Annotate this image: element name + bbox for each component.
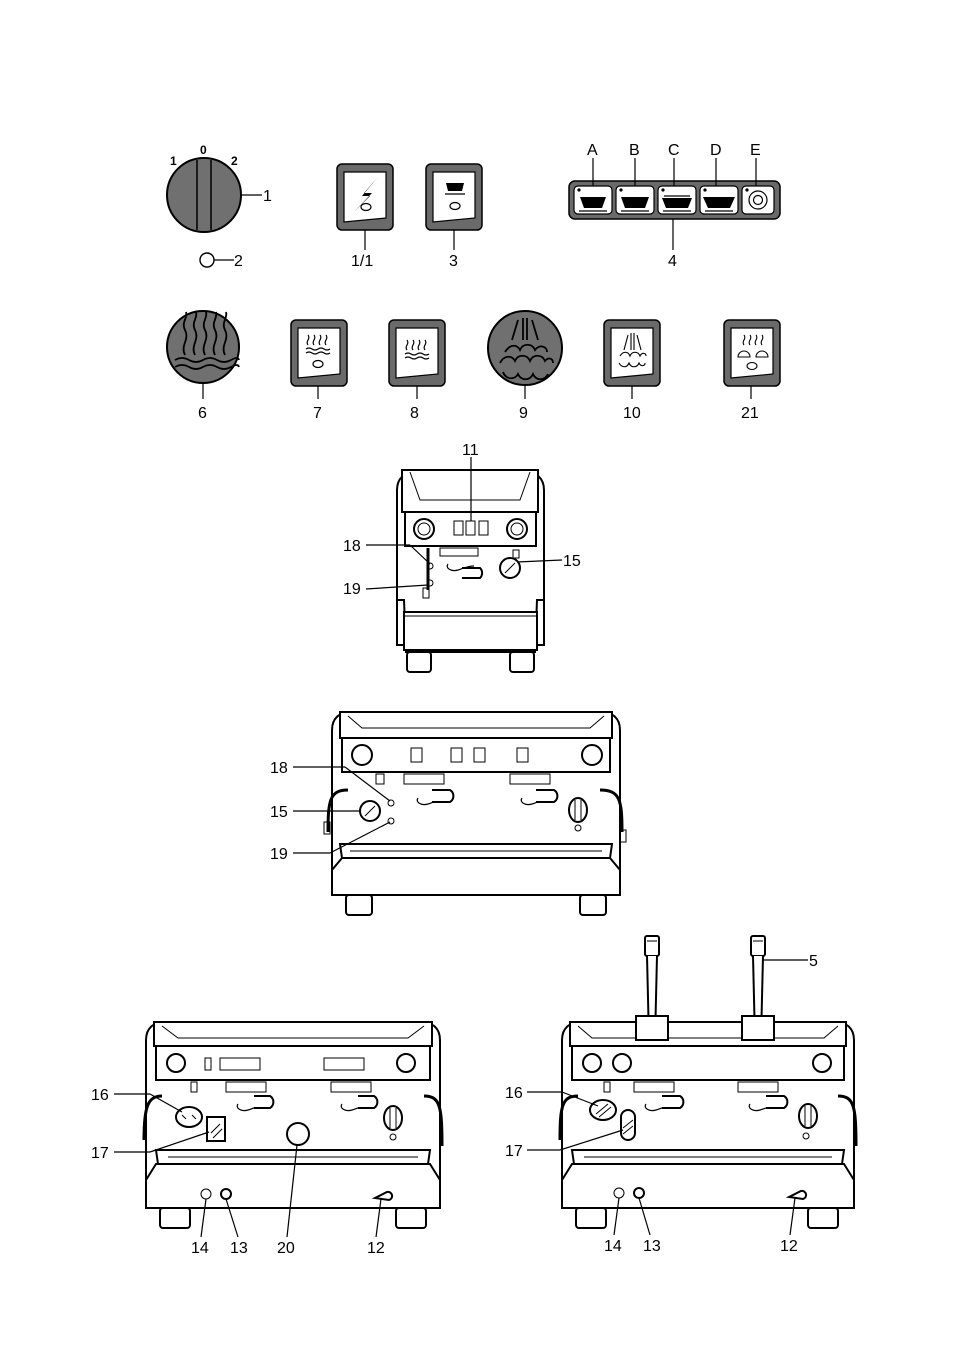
callout-16: 16 (91, 1087, 109, 1104)
callout-13: 13 (230, 1240, 248, 1257)
callout-16b: 16 (505, 1085, 523, 1102)
callout-3: 3 (449, 253, 458, 270)
callout-15b: 15 (270, 804, 288, 821)
key-label-e: E (750, 142, 761, 159)
callout-11: 11 (462, 442, 479, 459)
callout-4: 4 (668, 253, 677, 270)
cup-button: 3 (426, 164, 482, 270)
key-d (700, 186, 738, 214)
hot-water-button: 8 (389, 320, 445, 422)
steam-knob: 9 (488, 311, 562, 422)
callout-17b: 17 (505, 1143, 523, 1160)
indicator-light: 2 (200, 253, 243, 270)
compact-machine: 11 18 19 15 (343, 442, 581, 672)
key-e (742, 186, 774, 214)
callout-21: 21 (741, 405, 759, 422)
key-c (658, 186, 696, 214)
callout-9: 9 (519, 405, 528, 422)
callout-19: 19 (343, 581, 361, 598)
callout-17: 17 (91, 1145, 109, 1162)
hot-water-knob: 6 (167, 311, 239, 422)
key-b (616, 186, 654, 214)
lever-machine: 5 16 17 14 13 12 (505, 936, 856, 1255)
callout-10: 10 (623, 405, 641, 422)
callout-14: 14 (191, 1240, 209, 1257)
selector-position-2: 2 (231, 154, 238, 168)
callout-8: 8 (410, 405, 419, 422)
power-button: 1/1 (337, 164, 393, 270)
callout-14b: 14 (604, 1238, 622, 1255)
callout-13b: 13 (643, 1238, 661, 1255)
key-label-d: D (710, 142, 722, 159)
callout-1-1: 1/1 (351, 253, 373, 270)
key-label-a: A (587, 142, 598, 159)
callout-12: 12 (367, 1240, 385, 1257)
selector-position-0: 0 (200, 143, 207, 157)
hot-water-dose-button: 7 (291, 320, 347, 422)
callout-20: 20 (277, 1240, 295, 1257)
callout-18b: 18 (270, 760, 288, 777)
key-a (574, 186, 612, 214)
callout-18: 18 (343, 538, 361, 555)
steam-button: 10 (604, 320, 660, 422)
callout-5: 5 (809, 953, 818, 970)
callout-19b: 19 (270, 846, 288, 863)
key-label-c: C (668, 142, 680, 159)
callout-1: 1 (263, 188, 272, 205)
cup-icon (446, 183, 464, 191)
callout-15: 15 (563, 553, 581, 570)
callout-2: 2 (234, 253, 243, 270)
selector-position-1: 1 (170, 154, 177, 168)
cappuccino-button: 21 (724, 320, 780, 422)
callout-12b: 12 (780, 1238, 798, 1255)
display-machine: 16 17 14 13 20 12 (91, 1022, 442, 1257)
two-group-machine: 18 15 19 (270, 712, 626, 915)
callout-6: 6 (198, 405, 207, 422)
selector-knob: 1 0 2 1 (167, 143, 272, 232)
callout-7: 7 (313, 405, 322, 422)
dosing-keypad: A B C D E 4 (569, 142, 780, 270)
key-label-b: B (629, 142, 640, 159)
